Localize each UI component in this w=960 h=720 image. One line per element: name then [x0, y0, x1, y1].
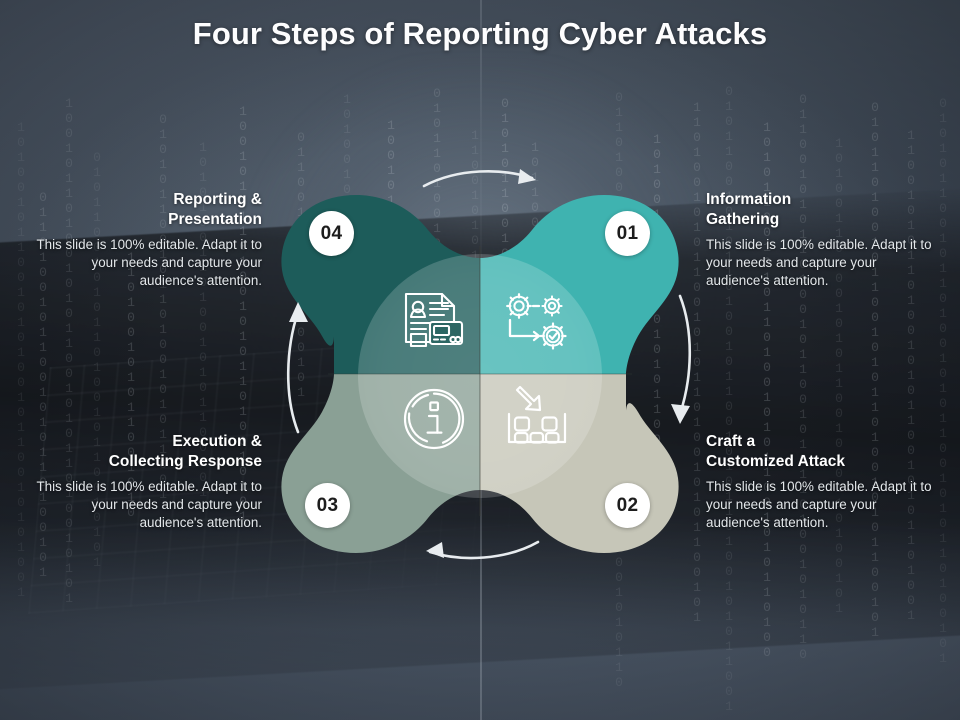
step-text-block-02: Craft a Customized Attack This slide is … — [706, 432, 940, 532]
gears-process-check-icon — [502, 292, 570, 354]
step-heading-03: Execution & Collecting Response — [108, 433, 262, 470]
step-body-02: This slide is 100% editable. Adapt it to… — [706, 479, 932, 530]
page-title: Four Steps of Reporting Cyber Attacks — [192, 16, 768, 51]
step-badge-01[interactable]: 01 — [605, 211, 650, 256]
step-body-01: This slide is 100% editable. Adapt it to… — [706, 237, 932, 288]
step-badge-02[interactable]: 02 — [605, 483, 650, 528]
step-body-04: This slide is 100% editable. Adapt it to… — [36, 237, 262, 288]
step-heading-01: Information Gathering — [706, 191, 792, 228]
step-body-03: This slide is 100% editable. Adapt it to… — [36, 479, 262, 530]
arrow-into-blocks-icon — [504, 384, 570, 452]
step-text-block-04: Reporting & Presentation This slide is 1… — [30, 190, 262, 290]
step-heading-02: Craft a Customized Attack — [706, 433, 845, 470]
step-badge-04[interactable]: 04 — [309, 211, 354, 256]
step-badge-03[interactable]: 03 — [305, 483, 350, 528]
step-text-block-03: Execution & Collecting Response This sli… — [26, 432, 262, 532]
profile-document-card-icon — [402, 290, 466, 354]
information-circle-icon — [402, 386, 466, 452]
step-heading-04: Reporting & Presentation — [168, 191, 262, 228]
four-step-diagram: 04 01 03 02 — [268, 186, 692, 562]
step-text-block-01: Information Gathering This slide is 100%… — [706, 190, 940, 290]
